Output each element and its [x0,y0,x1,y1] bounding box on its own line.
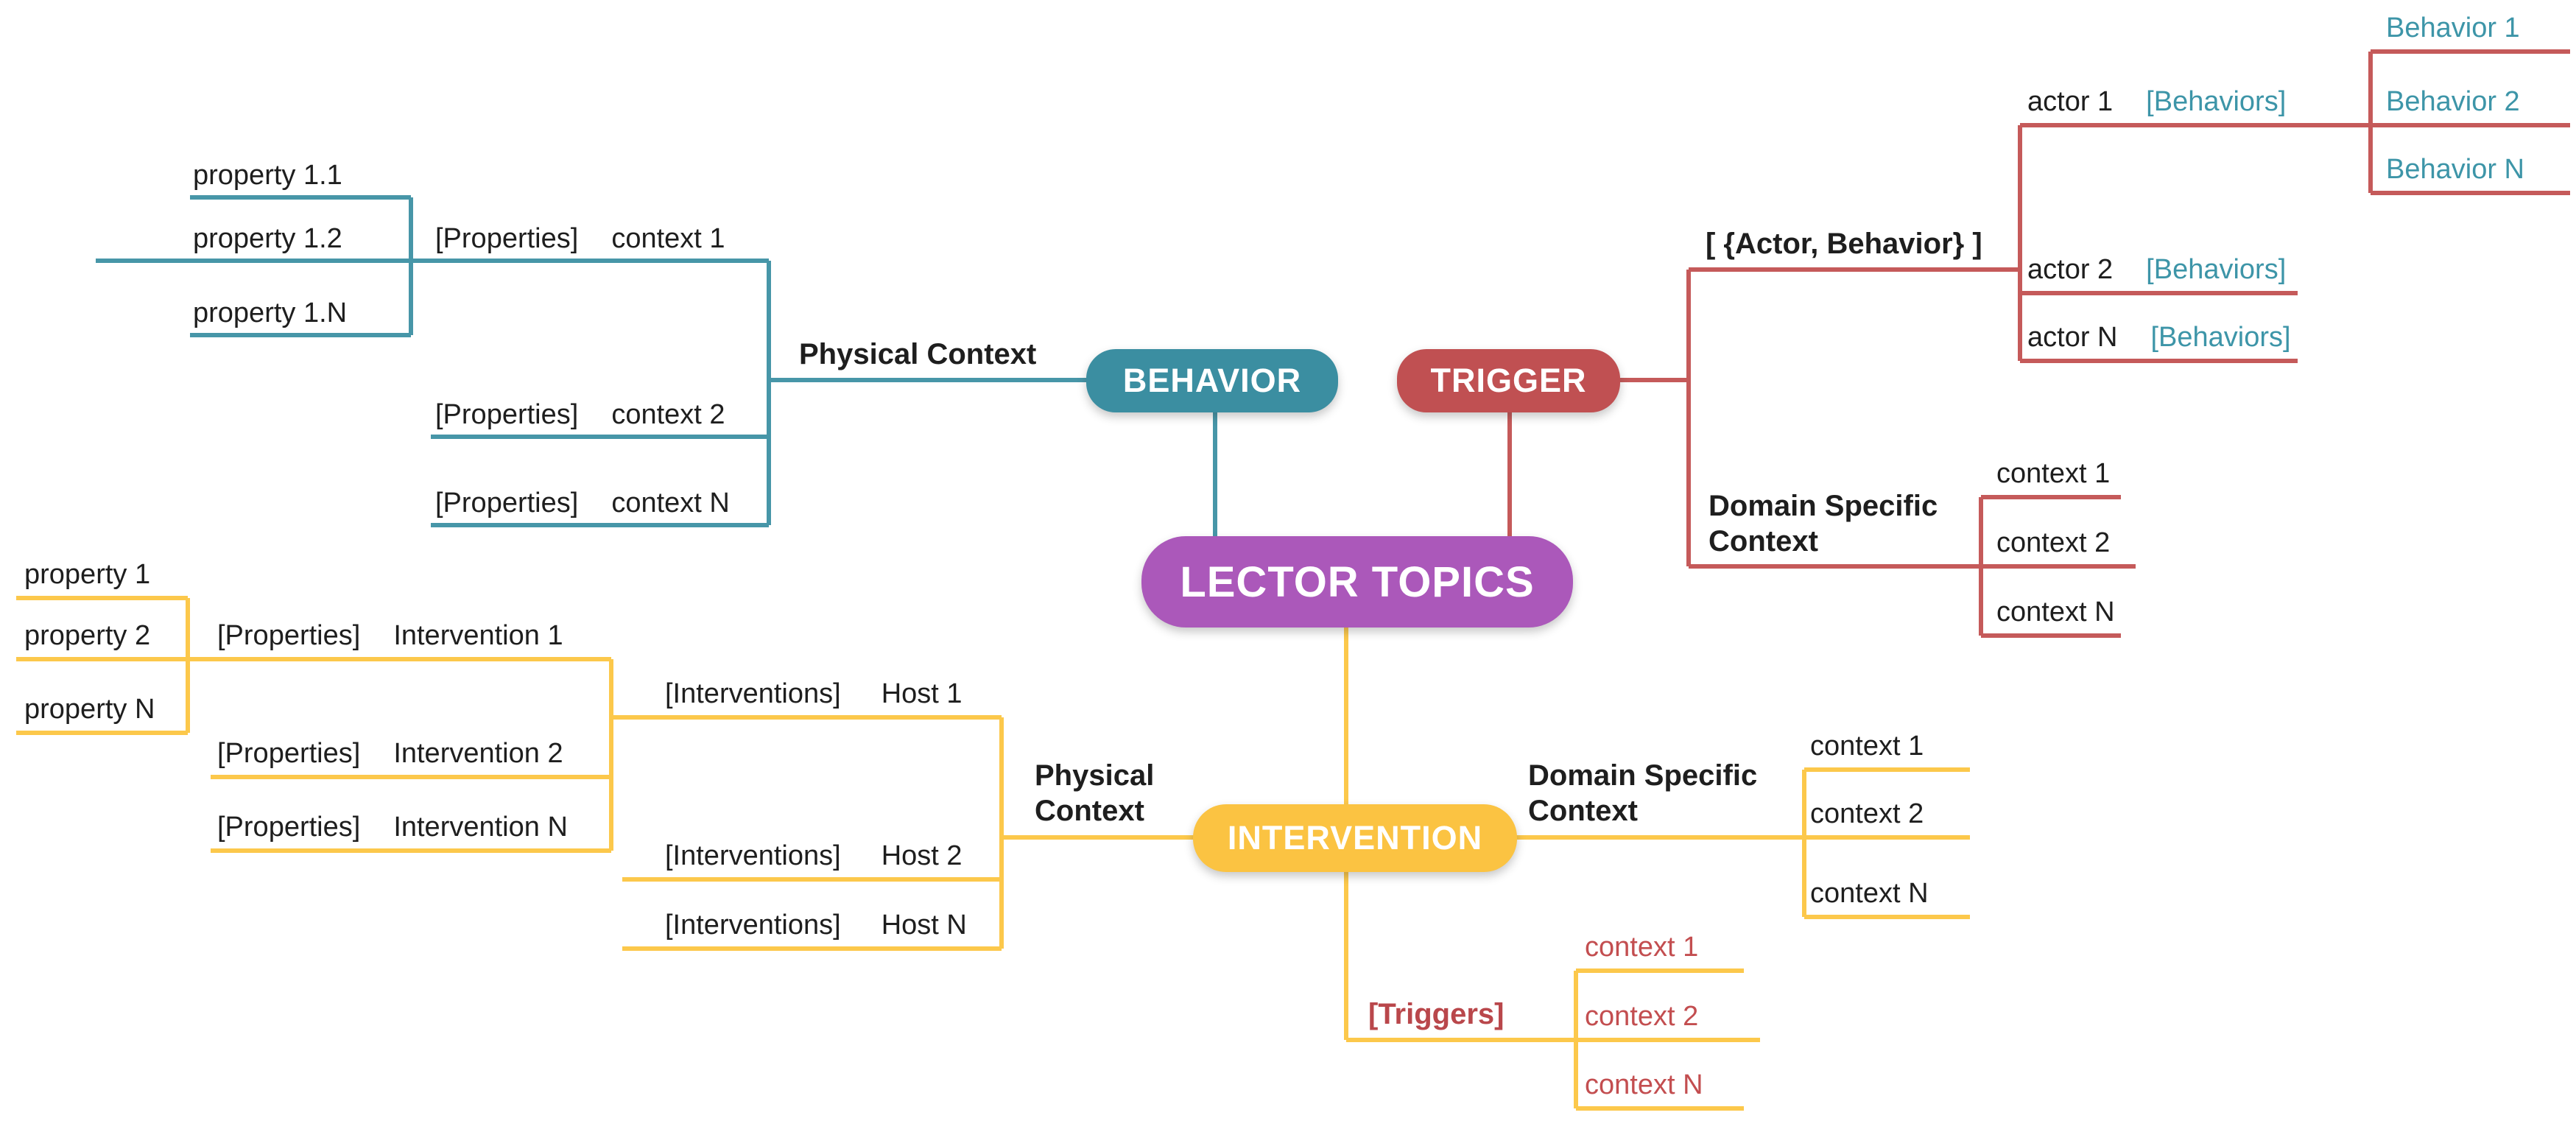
context-text: context 2 [1996,527,2111,558]
properties-bracket: [Properties] [435,399,579,430]
host-label: [Interventions] Host 2 [665,839,963,873]
context-text: context N [611,488,730,518]
properties-bracket: [Properties] [217,738,361,769]
branch-text: Domain Specific Context [1528,759,1758,827]
intervention-domain-branch-label: Domain Specific Context [1528,758,1793,829]
property-text: property 1 [24,559,151,590]
branch-text: [ {Actor, Behavior} ] [1706,228,1982,260]
behaviors-bracket: [Behaviors] [2150,322,2291,353]
actor-text: actor 1 [2027,86,2114,117]
intervention-item-label: [Properties] Intervention 1 [217,619,563,653]
node-label: INTERVENTION [1227,819,1483,857]
intervention-text: Intervention 2 [393,738,563,769]
behavior-text: Behavior N [2386,154,2524,185]
property-text: property 1.1 [193,160,342,191]
intervention-property-label: property N [24,692,155,726]
behavior-node: BEHAVIOR [1086,349,1338,412]
context-text: context 2 [1810,798,1924,829]
property-text: property N [24,694,155,725]
intervention-item-label: [Properties] Intervention 2 [217,736,563,770]
intervention-node: INTERVENTION [1193,804,1517,872]
property-text: property 2 [24,620,151,651]
properties-bracket: [Properties] [435,223,579,254]
triggers-context-label: context N [1585,1068,1703,1102]
triggers-context-label: context 1 [1585,930,1698,964]
trigger-node: TRIGGER [1397,349,1620,412]
intervention-property-label: property 2 [24,619,150,653]
behavior-property-label: property 1.1 [193,158,342,192]
behaviors-bracket: [Behaviors] [2146,254,2287,285]
behavior-text: Behavior 1 [2386,13,2520,43]
interventions-bracket: [Interventions] [665,678,841,709]
interventions-bracket: [Interventions] [665,910,841,941]
branch-text: Physical Context [1035,759,1155,827]
branch-text: [Triggers] [1368,998,1505,1030]
intervention-text: Intervention N [393,812,568,843]
intervention-context-label: context N [1810,876,1929,910]
actor-text: actor N [2027,322,2118,353]
physical-context-branch-label: Physical Context [799,337,1036,371]
property-text: property 1.N [193,298,348,328]
intervention-property-label: property 1 [24,558,150,591]
behavior-property-label: property 1.2 [193,222,342,256]
trigger-context-label: context 1 [1996,457,2110,491]
behavior-context-label: [Properties] context 1 [435,222,725,256]
triggers-context-label: context 2 [1585,999,1698,1033]
intervention-item-label: [Properties] Intervention N [217,810,568,844]
host-text: Host 2 [881,840,963,871]
properties-bracket: [Properties] [217,620,361,651]
actor-label: actor 1 [Behaviors] [2027,85,2286,119]
actor-text: actor 2 [2027,254,2114,285]
node-label: LECTOR TOPICS [1180,558,1535,606]
trigger-domain-branch-label: Domain Specific Context [1708,488,1974,559]
context-text: context 2 [1585,1001,1699,1032]
properties-bracket: [Properties] [435,488,579,518]
host-text: Host 1 [881,678,963,709]
behavior-text: Behavior 2 [2386,86,2520,117]
behavior-context-label: [Properties] context N [435,486,730,520]
intervention-text: Intervention 1 [393,620,563,651]
behaviors-bracket: [Behaviors] [2146,86,2287,117]
behavior-leaf-label: Behavior 1 [2386,11,2520,45]
host-label: [Interventions] Host N [665,908,967,942]
context-text: context N [1810,878,1929,909]
trigger-context-label: context 2 [1996,526,2110,560]
actor-label: actor N [Behaviors] [2027,320,2291,354]
context-text: context 2 [611,399,725,430]
actor-label: actor 2 [Behaviors] [2027,253,2286,286]
behavior-leaf-label: Behavior N [2386,152,2524,186]
context-text: context 1 [1996,458,2111,489]
intervention-context-label: context 2 [1810,797,1924,831]
trigger-context-label: context N [1996,595,2115,629]
properties-bracket: [Properties] [217,812,361,843]
property-text: property 1.2 [193,223,342,254]
context-text: context 1 [1810,731,1924,762]
behavior-property-label: property 1.N [193,296,347,330]
context-text: context N [1996,597,2115,627]
node-label: TRIGGER [1430,362,1587,399]
behavior-context-label: [Properties] context 2 [435,398,725,432]
node-label: BEHAVIOR [1122,362,1302,399]
host-text: Host N [881,910,967,941]
context-text: context N [1585,1069,1703,1100]
host-label: [Interventions] Host 1 [665,677,963,711]
interventions-bracket: [Interventions] [665,840,841,871]
actor-behavior-branch-label: [ {Actor, Behavior} ] [1706,227,1982,261]
triggers-branch-label: [Triggers] [1368,997,1504,1031]
intervention-context-label: context 1 [1810,729,1924,763]
behavior-leaf-label: Behavior 2 [2386,85,2520,119]
context-text: context 1 [1585,932,1699,963]
context-text: context 1 [611,223,725,254]
branch-text: Physical Context [799,338,1037,370]
lector-topics-node: LECTOR TOPICS [1141,536,1573,627]
branch-text: Domain Specific Context [1708,490,1938,558]
intervention-physical-branch-label: Physical Context [1035,758,1189,829]
